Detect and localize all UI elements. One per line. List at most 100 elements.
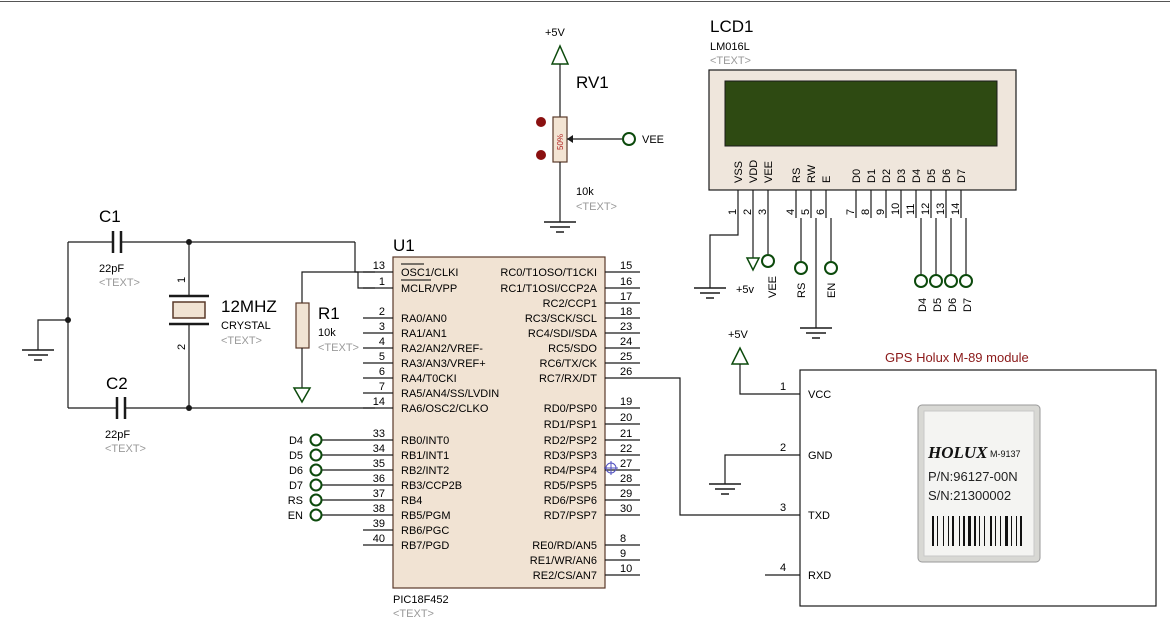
u1-pin-name: RB4 <box>401 495 422 507</box>
u1-pin-number: 33 <box>373 428 385 440</box>
r1-text: <TEXT> <box>318 342 359 354</box>
u1-pin-name: RA5/AN4/SS/LVDIN <box>401 388 499 400</box>
pot-up-button[interactable] <box>536 117 546 127</box>
gps-title: GPS Holux M-89 module <box>885 350 1029 365</box>
u1-pin-number: 23 <box>620 321 632 333</box>
lcd-pin-number: 7 <box>845 209 857 215</box>
lcd-net-5v: +5v <box>736 284 755 296</box>
lcd-pin-name: D3 <box>896 169 908 183</box>
u1-pin-name: MCLR/VPP <box>401 283 457 295</box>
pot-vee-terminal <box>622 132 636 146</box>
c2-text: <TEXT> <box>105 443 146 455</box>
lcd-pin-name: VEE <box>763 161 775 183</box>
u1-pin-number: 7 <box>379 381 385 393</box>
u1-pin-number: 22 <box>620 443 632 455</box>
u1-pin-number: 13 <box>373 260 385 272</box>
lcd-pin-name: D7 <box>956 169 968 183</box>
lcd-net-vee: VEE <box>767 276 779 298</box>
u1-pin-name: RD7/PSP7 <box>544 510 597 522</box>
u1-pin-name: RC2/CCP1 <box>543 298 597 310</box>
gps-photo-sn: S/N:21300002 <box>928 488 1011 503</box>
gps-pin-name: TXD <box>808 510 830 522</box>
gps-pin-name: RXD <box>808 570 831 582</box>
crystal-body <box>172 301 206 319</box>
u1-pin-name: RD5/PSP5 <box>544 480 597 492</box>
u1-pin-name: RE2/CS/AN7 <box>533 570 597 582</box>
pot-vee-label: VEE <box>642 134 664 146</box>
lcd-pins: VSS1VDD2VEE3RS4RW5E6D07D18D29D310D411D51… <box>727 160 968 218</box>
portb-net-label: D5 <box>289 450 303 462</box>
u1-pin-name: RC1/T1OSI/CCP2A <box>500 283 597 295</box>
barcode-bar <box>932 516 934 546</box>
gps-module-photo: HOLUX M-9137 P/N:96127-00N S/N:21300002 <box>917 404 1041 563</box>
barcode-bar <box>952 516 954 546</box>
barcode-bar <box>974 516 976 546</box>
u1-pin-number: 9 <box>620 548 626 560</box>
lcd-pin-name: RW <box>806 164 818 183</box>
u1-pin-number: 28 <box>620 473 632 485</box>
osc-ground-icon <box>22 349 54 361</box>
resistor-r1: R1 10k <TEXT> <box>292 271 375 404</box>
u1-pin-number: 26 <box>620 366 632 378</box>
lcd-net-rs: RS <box>796 283 808 298</box>
u1-pin-number: 24 <box>620 336 632 348</box>
probe-marker-icon <box>604 461 618 475</box>
wire-gps-vcc <box>739 364 800 395</box>
crystal-pin2: 2 <box>176 344 188 350</box>
barcode-bar <box>990 516 992 546</box>
u1-pin-number: 39 <box>373 518 385 530</box>
lcd-pin-name: D5 <box>926 169 938 183</box>
u1-text: <TEXT> <box>393 608 434 620</box>
u1-pin-number: 21 <box>620 428 632 440</box>
u1-pin-number: 40 <box>373 533 385 545</box>
lcd-pin-number: 1 <box>727 209 739 215</box>
lcd-pin-name: RS <box>791 168 803 183</box>
barcode-bar <box>1016 516 1017 546</box>
u1-pin-number: 37 <box>373 488 385 500</box>
gps-pin-number: 3 <box>780 502 786 514</box>
u1-pin-number: 35 <box>373 458 385 470</box>
barcode-bar <box>1020 516 1022 546</box>
portb-terminal <box>309 478 323 492</box>
barcode-bar <box>937 516 938 546</box>
u1-pin-number: 25 <box>620 351 632 363</box>
lcd-module: LCD1 LM016L <TEXT> VSS1VDD2VEE3RS4RW5E6D… <box>694 17 1017 339</box>
barcode-bar <box>995 516 996 546</box>
lcd-pin-name: D2 <box>881 169 893 183</box>
pot-supply-label: +5V <box>545 27 566 39</box>
barcode-bar <box>948 516 949 546</box>
u1-pin-name: RB6/PGC <box>401 525 449 537</box>
u1-pin-name: RD2/PSP2 <box>544 435 597 447</box>
gps-pin-name: GND <box>808 450 833 462</box>
r1-supply-arrow-icon <box>292 387 312 404</box>
u1-pin-number: 38 <box>373 503 385 515</box>
lcd-pin-number: 14 <box>950 203 962 215</box>
portb-terminal <box>309 508 323 522</box>
pot-down-button[interactable] <box>536 150 546 160</box>
pot-text: <TEXT> <box>576 201 617 213</box>
c1-ref: C1 <box>99 207 121 226</box>
barcode-bar <box>984 516 985 546</box>
lcd-screen <box>724 80 998 147</box>
barcode-bar <box>1000 516 1001 546</box>
pot-value: 10k <box>576 186 594 198</box>
barcode-bar <box>963 516 965 546</box>
u1-pin-name: RA3/AN3/VREF+ <box>401 358 486 370</box>
u1-pin-number: 8 <box>620 533 626 545</box>
lcd-part: LM016L <box>710 41 750 53</box>
lcd-vee-terminal <box>761 254 775 268</box>
lcd-vdd-arrow-icon <box>745 257 761 272</box>
u1-pin-number: 27 <box>620 458 632 470</box>
lcd-d5-terminal <box>929 274 943 288</box>
gps-pin-name: VCC <box>808 389 831 401</box>
u1-pin-number: 10 <box>620 563 632 575</box>
crystal-value: 12MHZ <box>221 297 277 316</box>
u1-pin-name: RC4/SDI/SDA <box>528 328 598 340</box>
lcd-pin-name: D4 <box>911 169 923 183</box>
barcode-bar <box>968 516 971 546</box>
crystal-text: <TEXT> <box>221 335 262 347</box>
lcd-d7-terminal <box>959 274 973 288</box>
pot-percent: 50% <box>556 134 565 150</box>
